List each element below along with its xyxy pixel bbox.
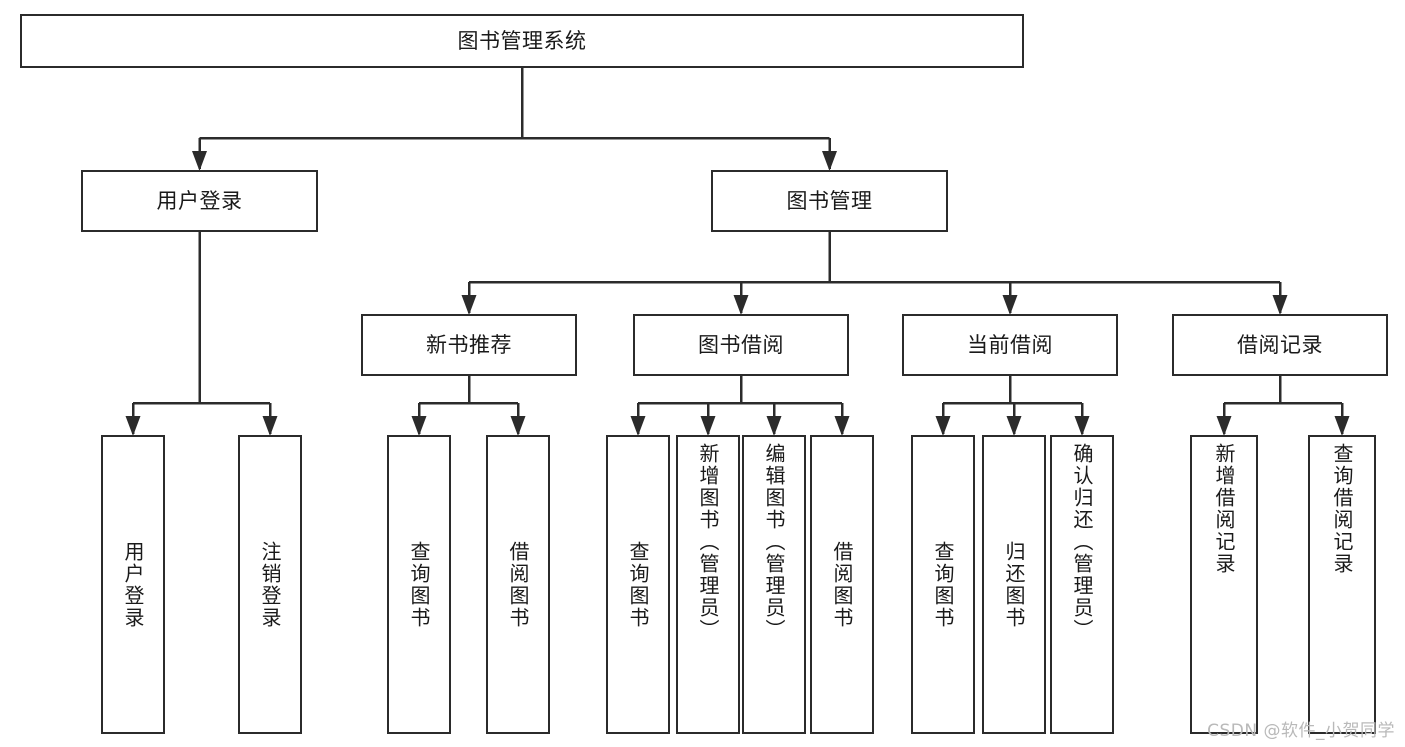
node-label: 查询图书 bbox=[407, 540, 431, 629]
node-bookmgmt[interactable]: 图书管理 bbox=[711, 170, 948, 232]
node-leaf-9[interactable]: 查询图书 bbox=[911, 435, 975, 734]
node-label: 新增借阅记录 bbox=[1212, 443, 1236, 575]
node-label: 借阅记录 bbox=[1237, 332, 1323, 357]
node-label: 归还图书 bbox=[1002, 540, 1026, 629]
node-label: 注销登录 bbox=[258, 540, 282, 629]
node-label: 用户登录 bbox=[121, 540, 145, 629]
node-newbook[interactable]: 新书推荐 bbox=[361, 314, 577, 376]
node-leaf-11[interactable]: 确认归还（管理员） bbox=[1050, 435, 1114, 734]
node-label: 借阅图书 bbox=[506, 540, 530, 629]
node-borrow[interactable]: 图书借阅 bbox=[633, 314, 849, 376]
node-login[interactable]: 用户登录 bbox=[81, 170, 318, 232]
node-label: 查询借阅记录 bbox=[1330, 443, 1354, 575]
node-current[interactable]: 当前借阅 bbox=[902, 314, 1118, 376]
node-records[interactable]: 借阅记录 bbox=[1172, 314, 1388, 376]
node-label: 查询图书 bbox=[931, 540, 955, 629]
node-label: 图书管理 bbox=[786, 188, 873, 213]
node-leaf-2[interactable]: 注销登录 bbox=[238, 435, 302, 734]
node-label: 借阅图书 bbox=[830, 540, 854, 629]
node-label: 图书管理系统 bbox=[457, 28, 587, 53]
node-leaf-1[interactable]: 用户登录 bbox=[101, 435, 165, 734]
node-label: 当前借阅 bbox=[967, 332, 1053, 357]
node-label: 编辑图书（管理员） bbox=[762, 443, 786, 641]
node-root[interactable]: 图书管理系统 bbox=[20, 14, 1024, 68]
node-label: 新书推荐 bbox=[426, 332, 512, 357]
node-leaf-5[interactable]: 查询图书 bbox=[606, 435, 670, 734]
node-leaf-10[interactable]: 归还图书 bbox=[982, 435, 1046, 734]
node-leaf-8[interactable]: 借阅图书 bbox=[810, 435, 874, 734]
node-leaf-6[interactable]: 新增图书（管理员） bbox=[676, 435, 740, 734]
node-leaf-13[interactable]: 查询借阅记录 bbox=[1308, 435, 1376, 734]
node-label: 图书借阅 bbox=[698, 332, 784, 357]
node-leaf-3[interactable]: 查询图书 bbox=[387, 435, 451, 734]
node-label: 用户登录 bbox=[156, 188, 243, 213]
node-leaf-12[interactable]: 新增借阅记录 bbox=[1190, 435, 1258, 734]
node-label: 查询图书 bbox=[626, 540, 650, 629]
node-leaf-7[interactable]: 编辑图书（管理员） bbox=[742, 435, 806, 734]
node-label: 确认归还（管理员） bbox=[1070, 443, 1094, 641]
node-leaf-4[interactable]: 借阅图书 bbox=[486, 435, 550, 734]
node-label: 新增图书（管理员） bbox=[696, 443, 720, 641]
